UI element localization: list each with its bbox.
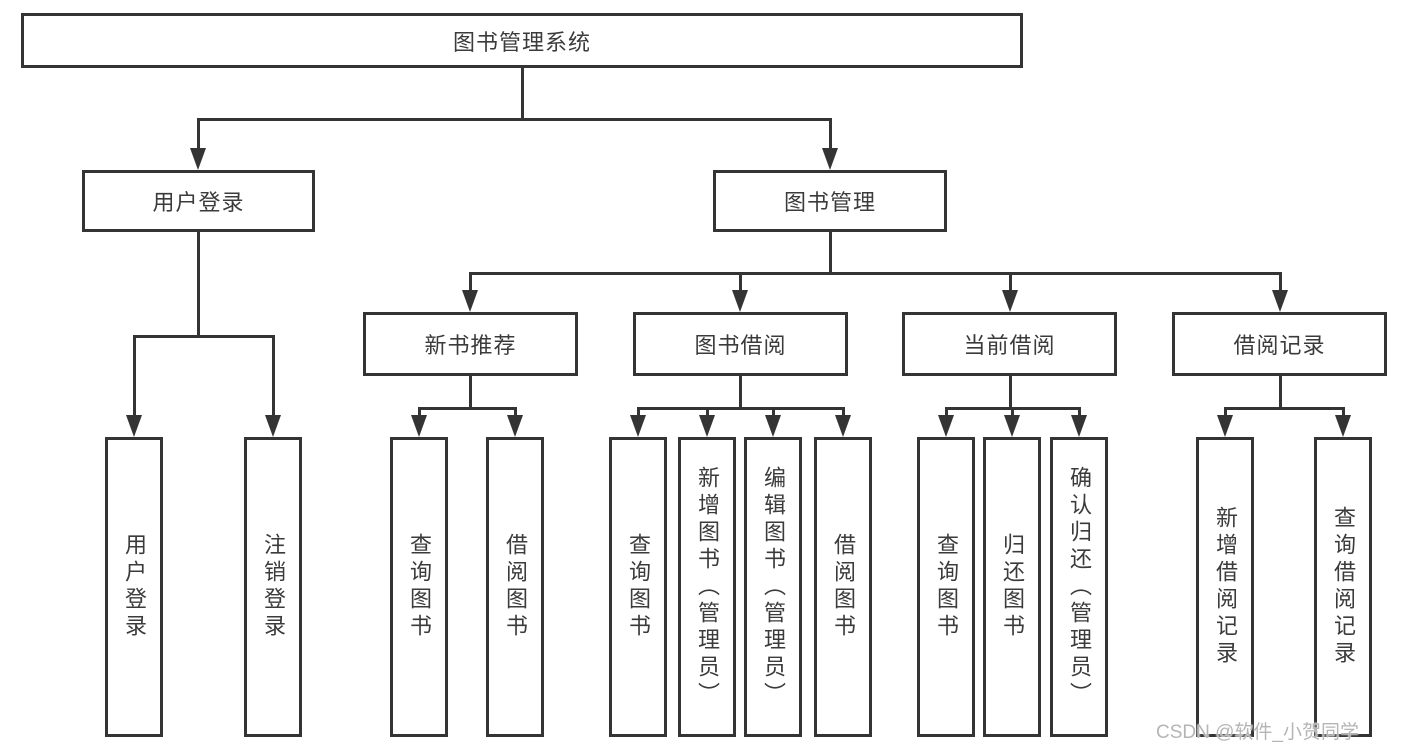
arrow-down-icon [1217, 415, 1233, 437]
node-current-borrowing: 当前借阅 [902, 312, 1117, 376]
connector-stem [1278, 376, 1282, 410]
connector-branch-line [132, 335, 275, 338]
arrow-down-icon [1272, 290, 1288, 312]
node-leaf-add-books-admin: 新增图书（管理员） [678, 437, 736, 737]
arrow-down-icon [411, 415, 427, 437]
arrow-down-icon [126, 415, 142, 437]
connector-drop [1008, 272, 1012, 300]
arrow-down-icon [1335, 415, 1351, 437]
connector-branch-line [1223, 407, 1345, 410]
node-library-management-system: 图书管理系统 [21, 13, 1023, 68]
arrow-down-icon [732, 290, 748, 312]
node-leaf-edit-books-admin: 编辑图书（管理员） [744, 437, 802, 737]
connector-branch-line [636, 407, 845, 410]
node-leaf-query-books-borrowing: 查询图书 [609, 437, 667, 737]
connector-branch-line [196, 118, 832, 121]
arrow-down-icon [765, 415, 781, 437]
node-user-login: 用户登录 [82, 170, 315, 232]
connector-stem [196, 232, 200, 338]
arrow-down-icon [835, 415, 851, 437]
connector-drop [196, 118, 200, 158]
arrow-down-icon [1071, 415, 1087, 437]
node-book-borrowing: 图书借阅 [633, 312, 848, 376]
connector-drop [468, 272, 472, 300]
connector-drop [1278, 272, 1282, 300]
connector-drop [132, 335, 136, 425]
node-leaf-borrow-books-recommend: 借阅图书 [486, 437, 544, 737]
connector-drop [828, 118, 832, 158]
arrow-down-icon [822, 148, 838, 170]
arrow-down-icon [507, 415, 523, 437]
arrow-down-icon [462, 290, 478, 312]
connector-stem [828, 232, 832, 275]
arrow-down-icon [699, 415, 715, 437]
arrow-down-icon [938, 415, 954, 437]
connector-branch-line [417, 407, 517, 410]
connector-stem [1008, 376, 1012, 410]
node-leaf-logout: 注销登录 [244, 437, 302, 737]
node-book-management: 图书管理 [713, 170, 947, 232]
node-leaf-confirm-return-admin: 确认归还（管理员） [1050, 437, 1108, 737]
connector-stem [468, 376, 472, 410]
connector-stem [520, 68, 524, 121]
node-borrowing-records: 借阅记录 [1172, 312, 1387, 376]
connector-drop [271, 335, 275, 425]
arrow-down-icon [1004, 415, 1020, 437]
connector-branch-line [468, 272, 1282, 275]
node-leaf-query-books-recommend: 查询图书 [390, 437, 448, 737]
arrow-down-icon [1002, 290, 1018, 312]
node-leaf-user-login: 用户登录 [105, 437, 163, 737]
csdn-watermark: CSDN @软件_小贺同学 [1156, 722, 1359, 743]
connector-stem [738, 376, 742, 410]
arrow-down-icon [630, 415, 646, 437]
arrow-down-icon [265, 415, 281, 437]
node-new-book-recommendation: 新书推荐 [363, 312, 578, 376]
node-leaf-borrow-books: 借阅图书 [814, 437, 872, 737]
node-leaf-add-borrow-record: 新增借阅记录 [1196, 437, 1254, 737]
arrow-down-icon [190, 148, 206, 170]
connector-drop [738, 272, 742, 300]
node-leaf-query-books-current: 查询图书 [917, 437, 975, 737]
node-leaf-return-books: 归还图书 [983, 437, 1041, 737]
node-leaf-query-borrow-record: 查询借阅记录 [1314, 437, 1372, 737]
